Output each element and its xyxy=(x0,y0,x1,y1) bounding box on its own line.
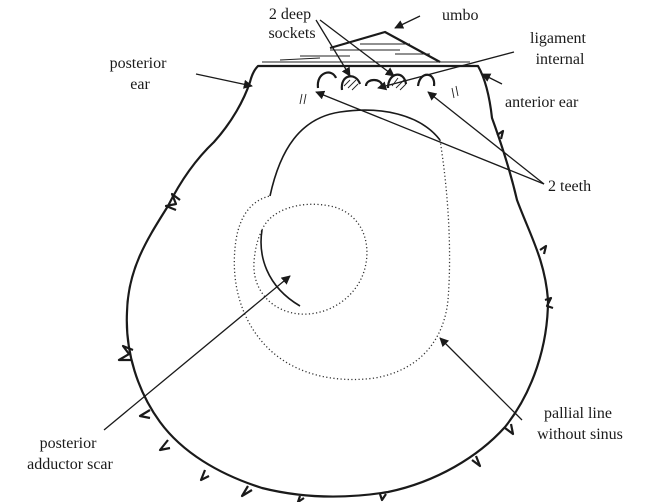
leader-lines xyxy=(104,16,544,430)
umbonal-cavity-outline xyxy=(270,110,440,196)
label-ligament-internal: ligament internal xyxy=(530,30,590,68)
hinge-area xyxy=(262,32,470,104)
ligament-internal xyxy=(366,80,382,86)
shell-outline xyxy=(127,66,548,497)
label-umbo: umbo xyxy=(442,7,478,24)
label-anterior-ear: anterior ear xyxy=(505,94,579,111)
posterior-socket xyxy=(342,76,360,90)
label-posterior-ear: posterior ear xyxy=(110,55,171,93)
label-pallial-line: pallial line without sinus xyxy=(537,405,623,443)
posterior-adductor-scar xyxy=(254,204,367,314)
pallial-line xyxy=(234,140,449,380)
label-deep-sockets: 2 deep sockets xyxy=(268,6,315,42)
label-two-teeth: 2 teeth xyxy=(548,178,591,195)
posterior-tooth xyxy=(318,73,336,88)
label-posterior-adductor-scar: posterior adductor scar xyxy=(27,435,113,473)
